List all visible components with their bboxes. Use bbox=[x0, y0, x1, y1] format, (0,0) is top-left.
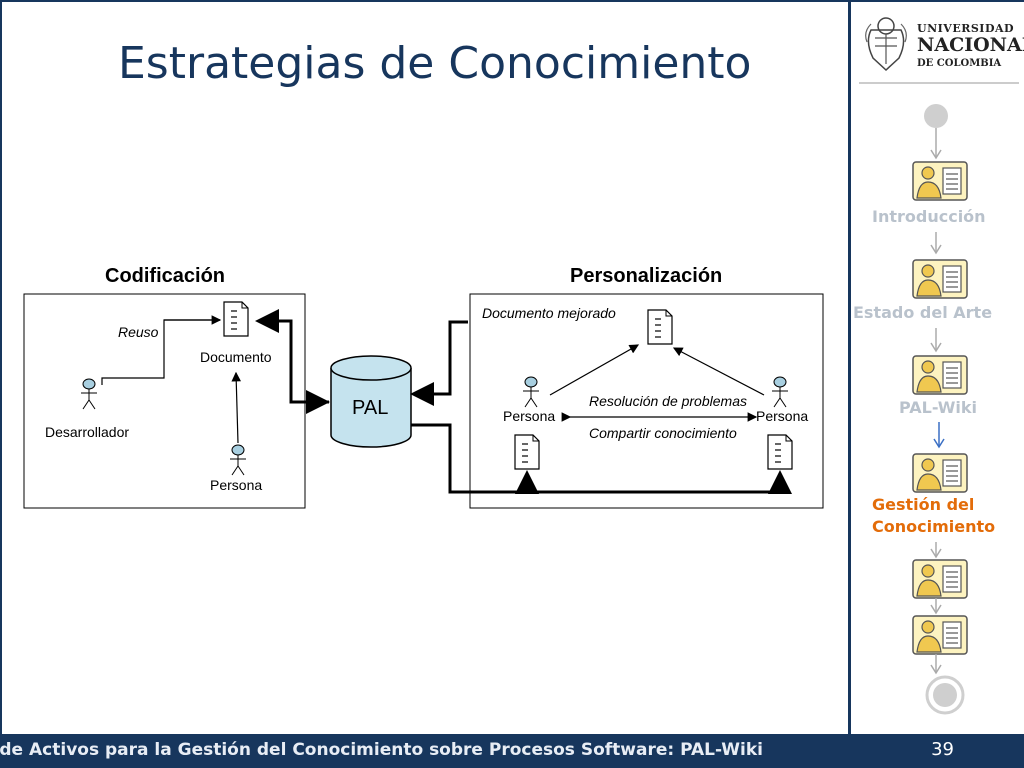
page-number: 39 bbox=[931, 739, 954, 760]
nav-activity-icon-2[interactable] bbox=[912, 259, 968, 299]
logo-line3: DE COLOMBIA bbox=[917, 58, 1002, 69]
personalizacion-to-pal-connector bbox=[410, 320, 468, 406]
compartir-label: Compartir conocimiento bbox=[589, 425, 737, 441]
nav-end-node-icon bbox=[925, 675, 965, 715]
university-logo: UNIVERSIDAD NACIONAL DE COLOMBIA bbox=[859, 8, 1024, 84]
nav-item-pal-wiki[interactable]: PAL-Wiki bbox=[899, 398, 978, 417]
nav-activity-flow bbox=[912, 104, 968, 715]
resolucion-label: Resolución de problemas bbox=[589, 393, 747, 409]
documento-mejorado-icon bbox=[647, 309, 673, 345]
nav-item-estado-del-arte[interactable]: Estado del Arte bbox=[853, 303, 993, 322]
desarrollador-label: Desarrollador bbox=[45, 424, 129, 440]
persona-doc-icon-left bbox=[514, 434, 540, 470]
slide-title: Estrategias de Conocimiento bbox=[118, 38, 752, 89]
footer-bar: a de Activos para la Gestión del Conocim… bbox=[0, 734, 1024, 768]
nav-activity-icon-1[interactable] bbox=[912, 161, 968, 201]
codificacion-heading: Codificación bbox=[105, 265, 225, 287]
sidebar-divider bbox=[848, 0, 851, 734]
frame-top-border bbox=[0, 0, 852, 2]
personalizacion-heading: Personalización bbox=[570, 265, 722, 287]
left-persona-to-doc-arrow bbox=[549, 344, 640, 396]
frame-left-border bbox=[0, 0, 2, 734]
nav-start-node-icon bbox=[924, 104, 948, 128]
pal-label: PAL bbox=[352, 397, 388, 419]
persona-label-left: Persona bbox=[503, 408, 555, 424]
sidebar: UNIVERSIDAD NACIONAL DE COLOMBIA bbox=[851, 0, 1024, 734]
documento-mejorado-label: Documento mejorado bbox=[482, 305, 616, 321]
pal-to-personas-connector bbox=[411, 423, 792, 494]
nav-activity-icon-5[interactable] bbox=[912, 559, 968, 599]
nav-item-introduccion[interactable]: Introducción bbox=[872, 207, 986, 226]
persona-label-right: Persona bbox=[756, 408, 808, 424]
university-seal-icon bbox=[865, 17, 907, 72]
knowledge-strategies-diagram: Codificación Documento Reuso Desarrollad… bbox=[23, 265, 824, 509]
nav-item-gestion-line1: Gestión del bbox=[872, 495, 975, 514]
reuso-label: Reuso bbox=[118, 324, 159, 340]
pal-repository bbox=[330, 355, 412, 448]
nav-activity-icon-6[interactable] bbox=[912, 615, 968, 655]
nav-activity-icon-3[interactable] bbox=[912, 355, 968, 395]
documento-icon bbox=[223, 301, 249, 337]
nav-item-gestion-line2: Conocimiento bbox=[872, 517, 996, 536]
logo-line2: NACIONAL bbox=[917, 34, 1024, 56]
nav-activity-icon-4-active[interactable] bbox=[912, 453, 968, 493]
persona-label-codificacion: Persona bbox=[210, 477, 262, 493]
nav-item-gestion-conocimiento[interactable]: Gestión del Conocimiento bbox=[872, 494, 995, 538]
footer-title: a de Activos para la Gestión del Conocim… bbox=[0, 740, 763, 760]
right-persona-to-doc-arrow bbox=[672, 347, 765, 396]
logo-line1: UNIVERSIDAD bbox=[917, 22, 1015, 35]
persona-doc-icon-right bbox=[767, 434, 793, 470]
persona-to-documento-arrow bbox=[231, 371, 242, 444]
documento-label: Documento bbox=[200, 349, 272, 365]
